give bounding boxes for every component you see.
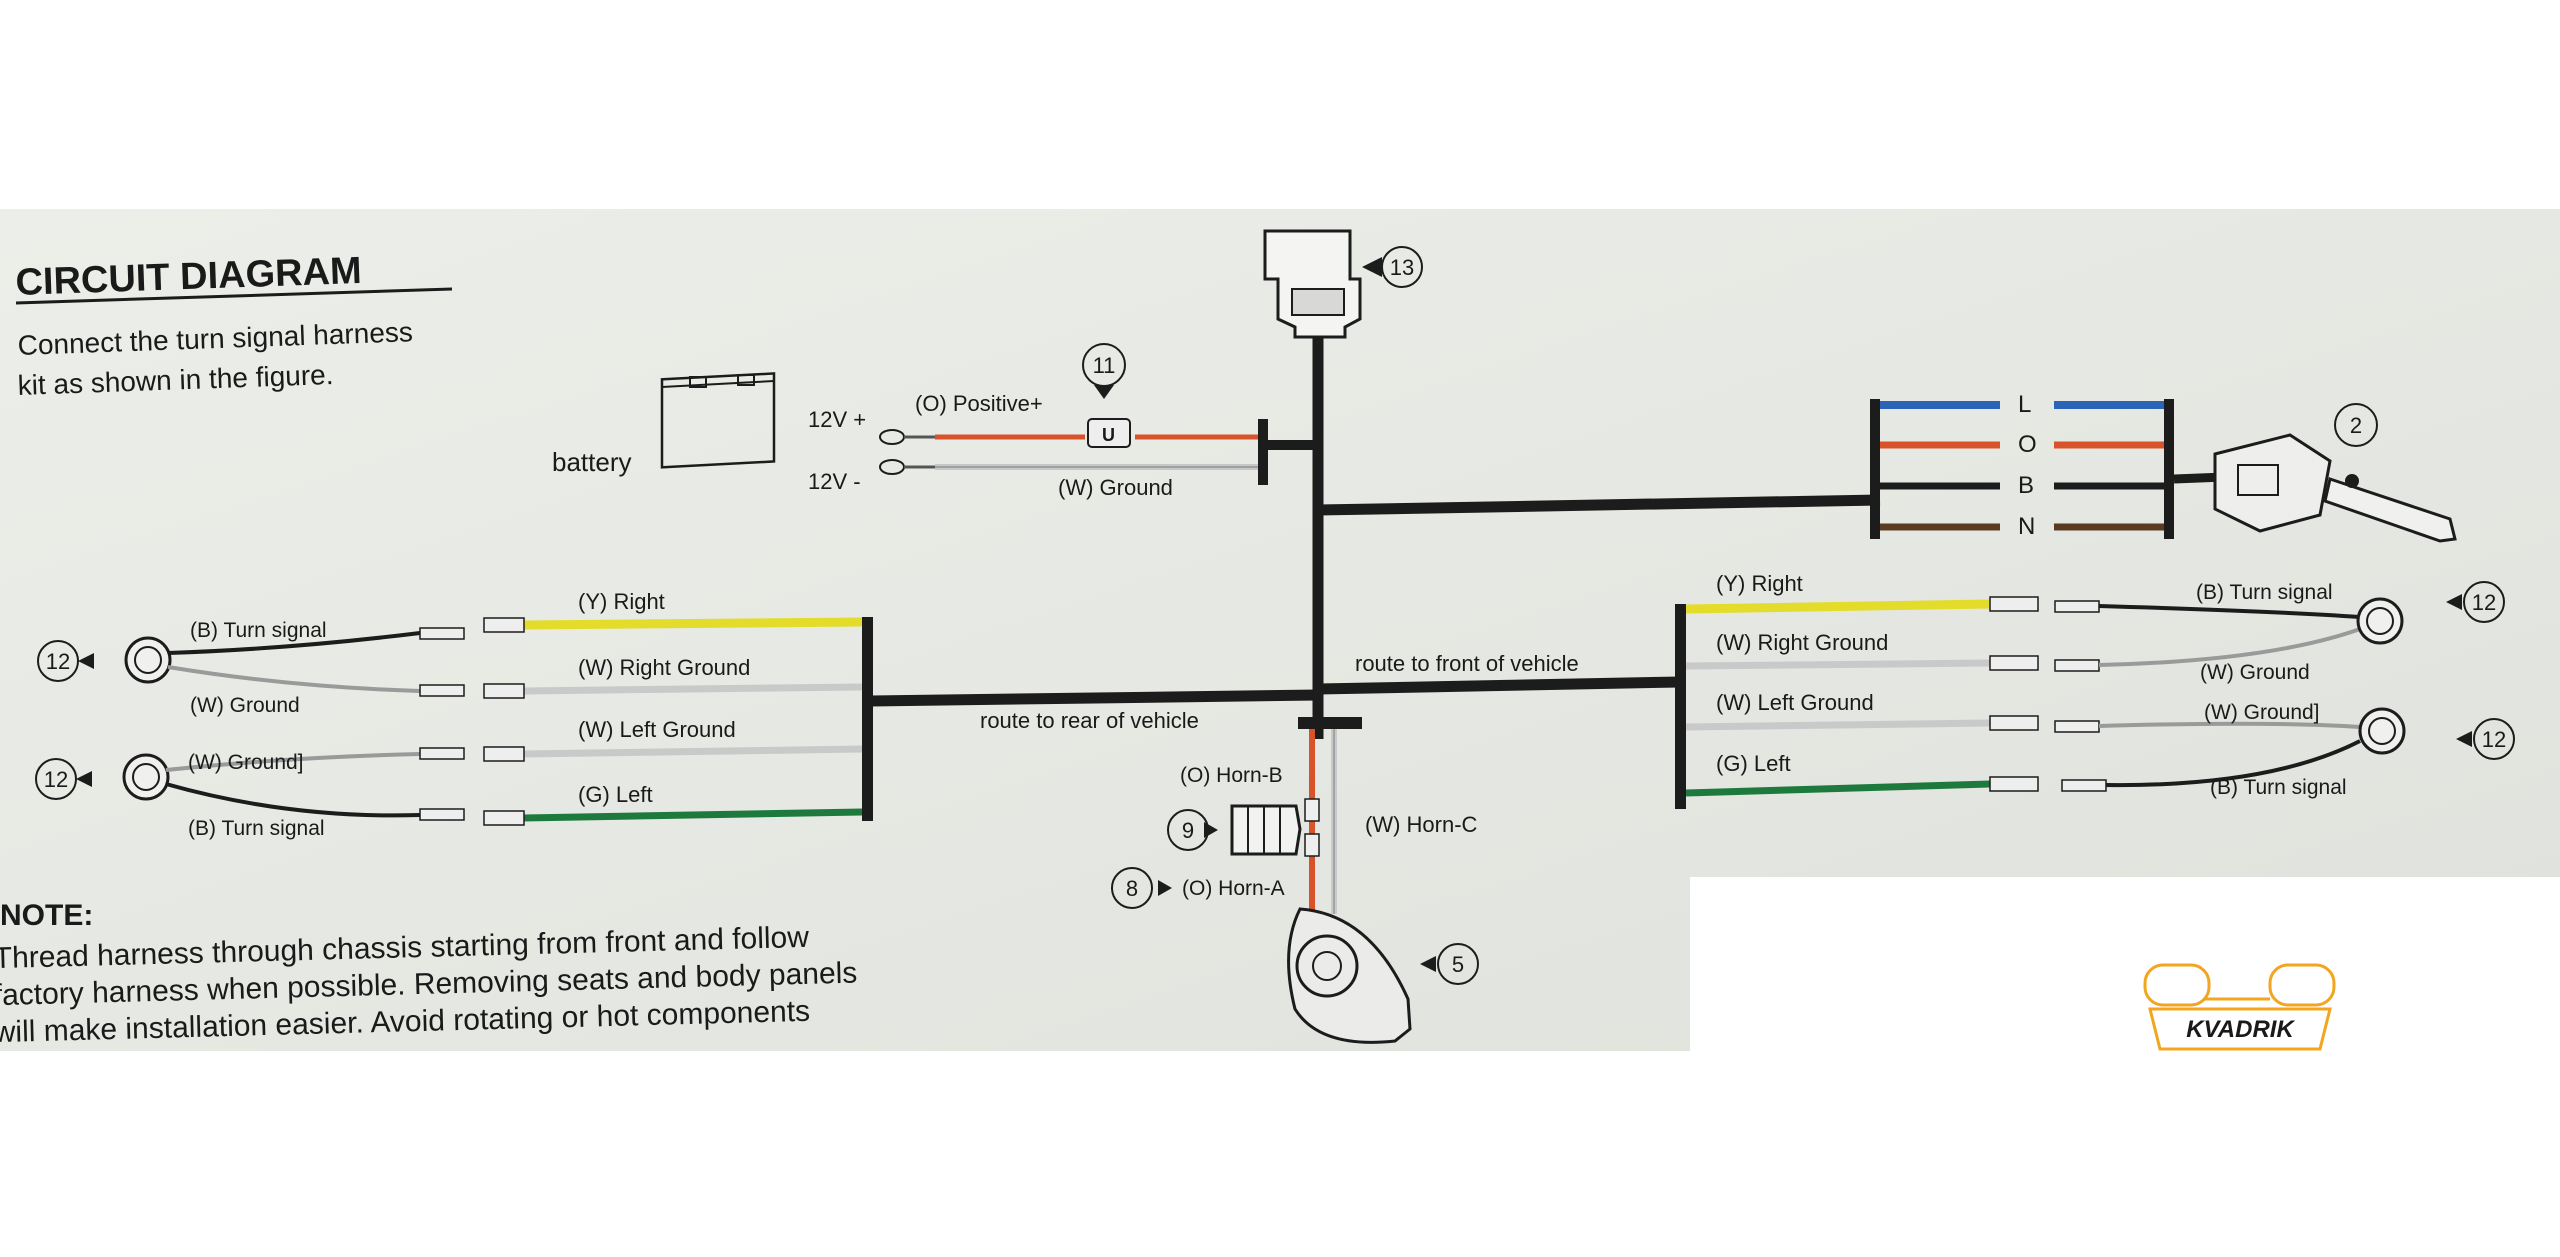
- callout-5-number: 5: [1452, 952, 1464, 977]
- callout-12-right-bottom: [2473, 718, 2515, 760]
- callout-11-number: 11: [1093, 353, 1116, 378]
- battery-label: battery: [552, 447, 632, 477]
- callout-13-pointer: [1362, 257, 1382, 277]
- left-bundle-bar: [862, 617, 873, 821]
- route-rear-label: route to rear of vehicle: [980, 708, 1199, 733]
- left-bundle-label-green: (G) Left: [578, 782, 653, 807]
- battery-negative-label: 12V -: [808, 469, 861, 494]
- right-bottom-callout-pointer: [2456, 731, 2472, 747]
- horn: [1287, 907, 1412, 1044]
- right-bundle-label-yellow: (Y) Right: [1716, 571, 1803, 596]
- callout-12-right-bottom-number: 12: [2482, 727, 2506, 752]
- battery-wires: [879, 429, 1258, 475]
- horn-wiring: [1304, 729, 1337, 914]
- callout-8-pointer: [1158, 880, 1172, 896]
- callout-12-right-top: [2463, 581, 2505, 623]
- horn-b-label: (O) Horn-B: [1180, 764, 1283, 787]
- battery-positive-label: 12V +: [808, 407, 866, 432]
- left-bundle-label-left-ground: (W) Left Ground: [578, 717, 736, 742]
- right-bundle-label-green: (G) Left: [1716, 751, 1791, 776]
- horn-c-label: (W) Horn-C: [1365, 812, 1478, 837]
- left-bundle-wires: [483, 617, 863, 826]
- kvadrik-logo-text: KVADRIK: [2186, 1016, 2295, 1043]
- svg-text:U: U: [1102, 425, 1115, 445]
- left-bottom-ground-label: (W) Ground]: [188, 751, 304, 774]
- connector-13: [1263, 229, 1362, 339]
- circuit-diagram-photo: CIRCUIT DIAGRAM Connect the turn signal …: [0, 209, 2560, 1051]
- left-bundle-label-right-ground: (W) Right Ground: [578, 655, 750, 680]
- right-top-callout-pointer: [2446, 594, 2462, 610]
- callout-8-number: 8: [1126, 876, 1138, 901]
- callout-9-number: 9: [1182, 818, 1194, 843]
- horn-a-label: (O) Horn-A: [1182, 877, 1285, 900]
- left-front-light: [124, 627, 465, 697]
- callout-11-pointer: [1094, 385, 1114, 399]
- left-top-ground-label: (W) Ground: [190, 694, 300, 717]
- left-bundle-label-yellow: (Y) Right: [578, 589, 665, 614]
- horn-button: [1230, 804, 1302, 856]
- callout-8: [1111, 867, 1153, 909]
- switch-letter-b: B: [2018, 472, 2034, 499]
- battery: [660, 372, 776, 469]
- callout-12-left-top: [37, 640, 79, 682]
- callout-2: [2334, 403, 2378, 447]
- callout-12-left-top-number: 12: [46, 649, 70, 674]
- fuse-holder: U: [1087, 418, 1131, 448]
- callout-9: [1167, 809, 1209, 851]
- turn-signal-switch: [2213, 433, 2457, 543]
- left-top-callout-pointer: [78, 653, 94, 669]
- left-top-signal-label: (B) Turn signal: [190, 619, 327, 642]
- right-bottom-ground-label: (W) Ground]: [2204, 701, 2320, 724]
- left-bottom-signal-label: (B) Turn signal: [188, 817, 325, 840]
- callout-12-left-bottom: [35, 758, 77, 800]
- callout-12-right-top-number: 12: [2472, 590, 2496, 615]
- right-bundle-bar: [1675, 604, 1686, 809]
- positive-wire-label: (O) Positive+: [915, 391, 1043, 416]
- main-harness: [869, 319, 1881, 739]
- ground-wire-label: (W) Ground: [1058, 475, 1173, 500]
- note-heading: NOTE:: [0, 899, 93, 932]
- callout-13: [1381, 246, 1423, 288]
- callout-5: [1437, 943, 1479, 985]
- left-bottom-callout-pointer: [76, 771, 92, 787]
- right-top-signal-label: (B) Turn signal: [2196, 581, 2333, 604]
- right-rear-light: [2054, 707, 2406, 792]
- title-underline: [15, 287, 453, 305]
- switch-letter-l: L: [2018, 391, 2031, 418]
- callout-12-left-bottom-number: 12: [44, 767, 68, 792]
- left-rear-light: [122, 747, 465, 821]
- callout-13-number: 13: [1390, 255, 1414, 280]
- switch-letter-n: N: [2018, 513, 2035, 540]
- right-bottom-signal-label: (B) Turn signal: [2210, 776, 2347, 799]
- kvadrik-logo: [2143, 963, 2336, 1051]
- right-top-ground-label: (W) Ground: [2200, 661, 2310, 684]
- callout-5-pointer: [1420, 956, 1436, 972]
- callout-2-number: 2: [2350, 413, 2362, 438]
- right-front-light: [2054, 597, 2404, 672]
- battery-junction-bar: [1258, 419, 1268, 485]
- right-bundle-label-left-ground: (W) Left Ground: [1716, 690, 1874, 715]
- switch-letter-o: O: [2018, 431, 2037, 458]
- right-bundle-label-right-ground: (W) Right Ground: [1716, 630, 1888, 655]
- route-front-label: route to front of vehicle: [1355, 651, 1579, 676]
- white-corner-patch: [1690, 877, 2560, 1051]
- right-bundle-wires: [1685, 596, 2039, 797]
